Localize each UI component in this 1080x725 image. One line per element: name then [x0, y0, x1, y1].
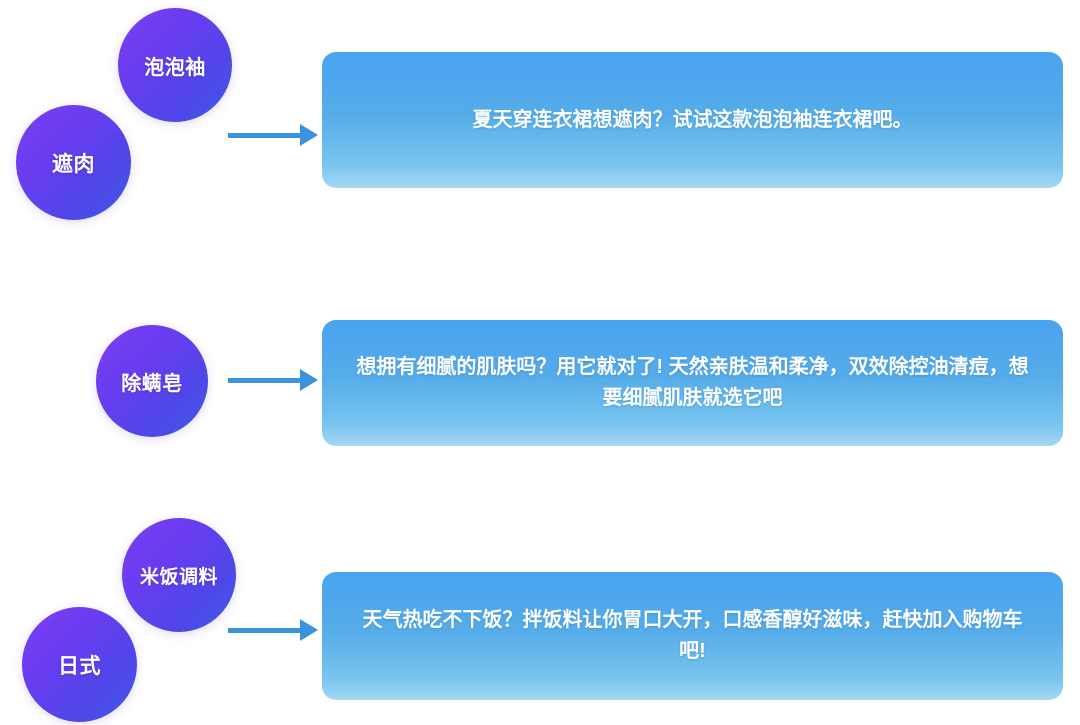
tag-bubble-label: 除螨皂 [121, 372, 183, 395]
tag-bubble-japanese[interactable]: 日式 [22, 607, 137, 722]
arrow-head [300, 124, 318, 146]
tag-bubble-puffsleeve[interactable]: 泡泡袖 [118, 8, 232, 122]
tag-bubble-label: 米饭调料 [139, 566, 218, 588]
message-card-text: 想拥有细腻的肌肤吗？用它就对了! 天然亲肤温和柔净，双效除控油清痘，想要细腻肌肤… [356, 356, 1029, 409]
message-card-soap: 想拥有细腻的肌肤吗？用它就对了! 天然亲肤温和柔净，双效除控油清痘，想要细腻肌肤… [322, 320, 1063, 446]
tag-bubble-riceseason[interactable]: 米饭调料 [122, 518, 236, 632]
arrow-head [300, 619, 318, 641]
arrow-right-icon [228, 368, 318, 392]
arrow-shaft [228, 627, 301, 633]
tag-bubble-label: 遮肉 [52, 152, 95, 176]
tag-bubble-coverflesh[interactable]: 遮肉 [16, 105, 131, 220]
message-card-text: 天气热吃不下饭？拌饭料让你胃口大开，口感香醇好滋味，赶快加入购物车吧! [362, 609, 1023, 662]
arrow-shaft [228, 377, 301, 383]
arrow-right-icon [228, 618, 318, 642]
tag-bubble-label: 泡泡袖 [144, 56, 206, 79]
arrow-head [300, 369, 318, 391]
arrow-right-icon [228, 123, 318, 147]
tag-bubble-label: 日式 [58, 654, 101, 678]
tag-bubble-mitesoap[interactable]: 除螨皂 [96, 325, 208, 437]
message-card-seasoning: 天气热吃不下饭？拌饭料让你胃口大开，口感香醇好滋味，赶快加入购物车吧! [322, 572, 1063, 700]
message-card-dress: 夏天穿连衣裙想遮肉？试试这款泡泡袖连衣裙吧。 [322, 52, 1063, 188]
message-card-text: 夏天穿连衣裙想遮肉？试试这款泡泡袖连衣裙吧。 [472, 108, 913, 131]
arrow-shaft [228, 132, 301, 138]
